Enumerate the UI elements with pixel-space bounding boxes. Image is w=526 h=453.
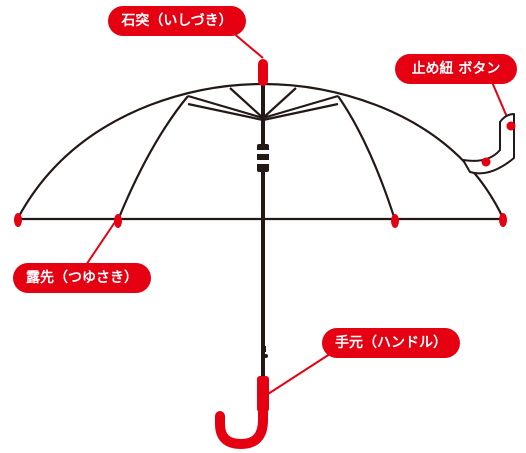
rib-right <box>337 95 397 221</box>
leader-line-handle <box>267 351 334 395</box>
runner-band-2 <box>256 160 270 164</box>
handle <box>215 376 269 450</box>
runner <box>257 144 269 172</box>
runner-band <box>256 150 270 154</box>
tip-far-right <box>499 213 507 227</box>
label-ishizuki: 石突（いしづき） <box>108 6 246 36</box>
shaft-lower-notch <box>264 354 268 358</box>
handle-hook <box>215 383 268 450</box>
shaft-lower-notch-2 <box>263 346 266 352</box>
label-strap-button: 止め紐 ボタン <box>395 54 517 84</box>
rib-left <box>116 95 189 221</box>
stretcher-left-upper <box>187 94 264 120</box>
strap-button-2 <box>481 157 491 167</box>
stretcher-right-lower <box>262 102 339 122</box>
shaft <box>256 84 270 384</box>
stretcher-left-lower <box>187 102 264 122</box>
label-handle: 手元（ハンドル） <box>322 328 460 358</box>
handle-grip <box>257 376 269 412</box>
stretcher-right-inner <box>262 87 297 119</box>
tips <box>14 213 507 228</box>
stretcher-left-inner <box>229 87 264 119</box>
label-tsuyusaki: 露先（つゆさき） <box>13 263 151 293</box>
strap-button <box>506 121 516 131</box>
shaft-upper <box>261 84 265 384</box>
tip-left <box>114 214 122 228</box>
strap <box>462 113 516 175</box>
stretcher-right-upper <box>262 94 339 120</box>
tip-right <box>391 214 399 228</box>
tip-far-left <box>14 213 22 227</box>
leader-line-tsuyusaki <box>85 221 116 266</box>
ferrule <box>258 59 268 86</box>
